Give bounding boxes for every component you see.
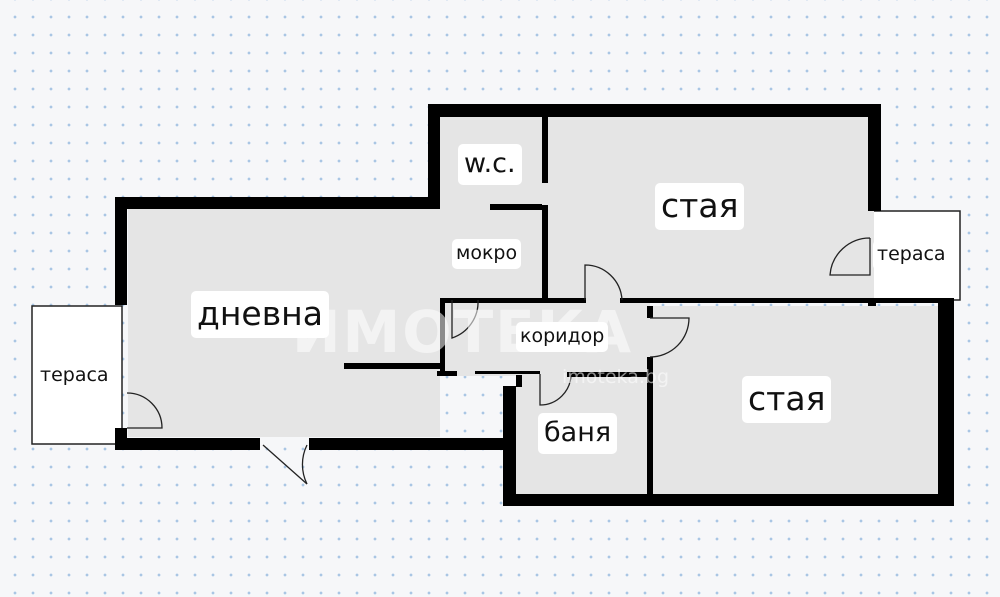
wc-label: w.c.: [458, 144, 522, 185]
door-swings: [126, 237, 871, 485]
terrace-right-label: тераса: [873, 240, 950, 270]
terrace-left-label: тераса: [36, 361, 113, 391]
corridor-label: коридор: [516, 322, 609, 352]
bathroom-label: баня: [538, 413, 618, 454]
room-bottom-label: стая: [742, 376, 832, 423]
walls: [115, 104, 954, 506]
wet-area-label: мокро: [452, 239, 522, 269]
watermark-site: imoteka.bg: [562, 366, 670, 388]
living-room-label: дневна: [191, 291, 329, 338]
room-top-label: стая: [655, 183, 745, 230]
